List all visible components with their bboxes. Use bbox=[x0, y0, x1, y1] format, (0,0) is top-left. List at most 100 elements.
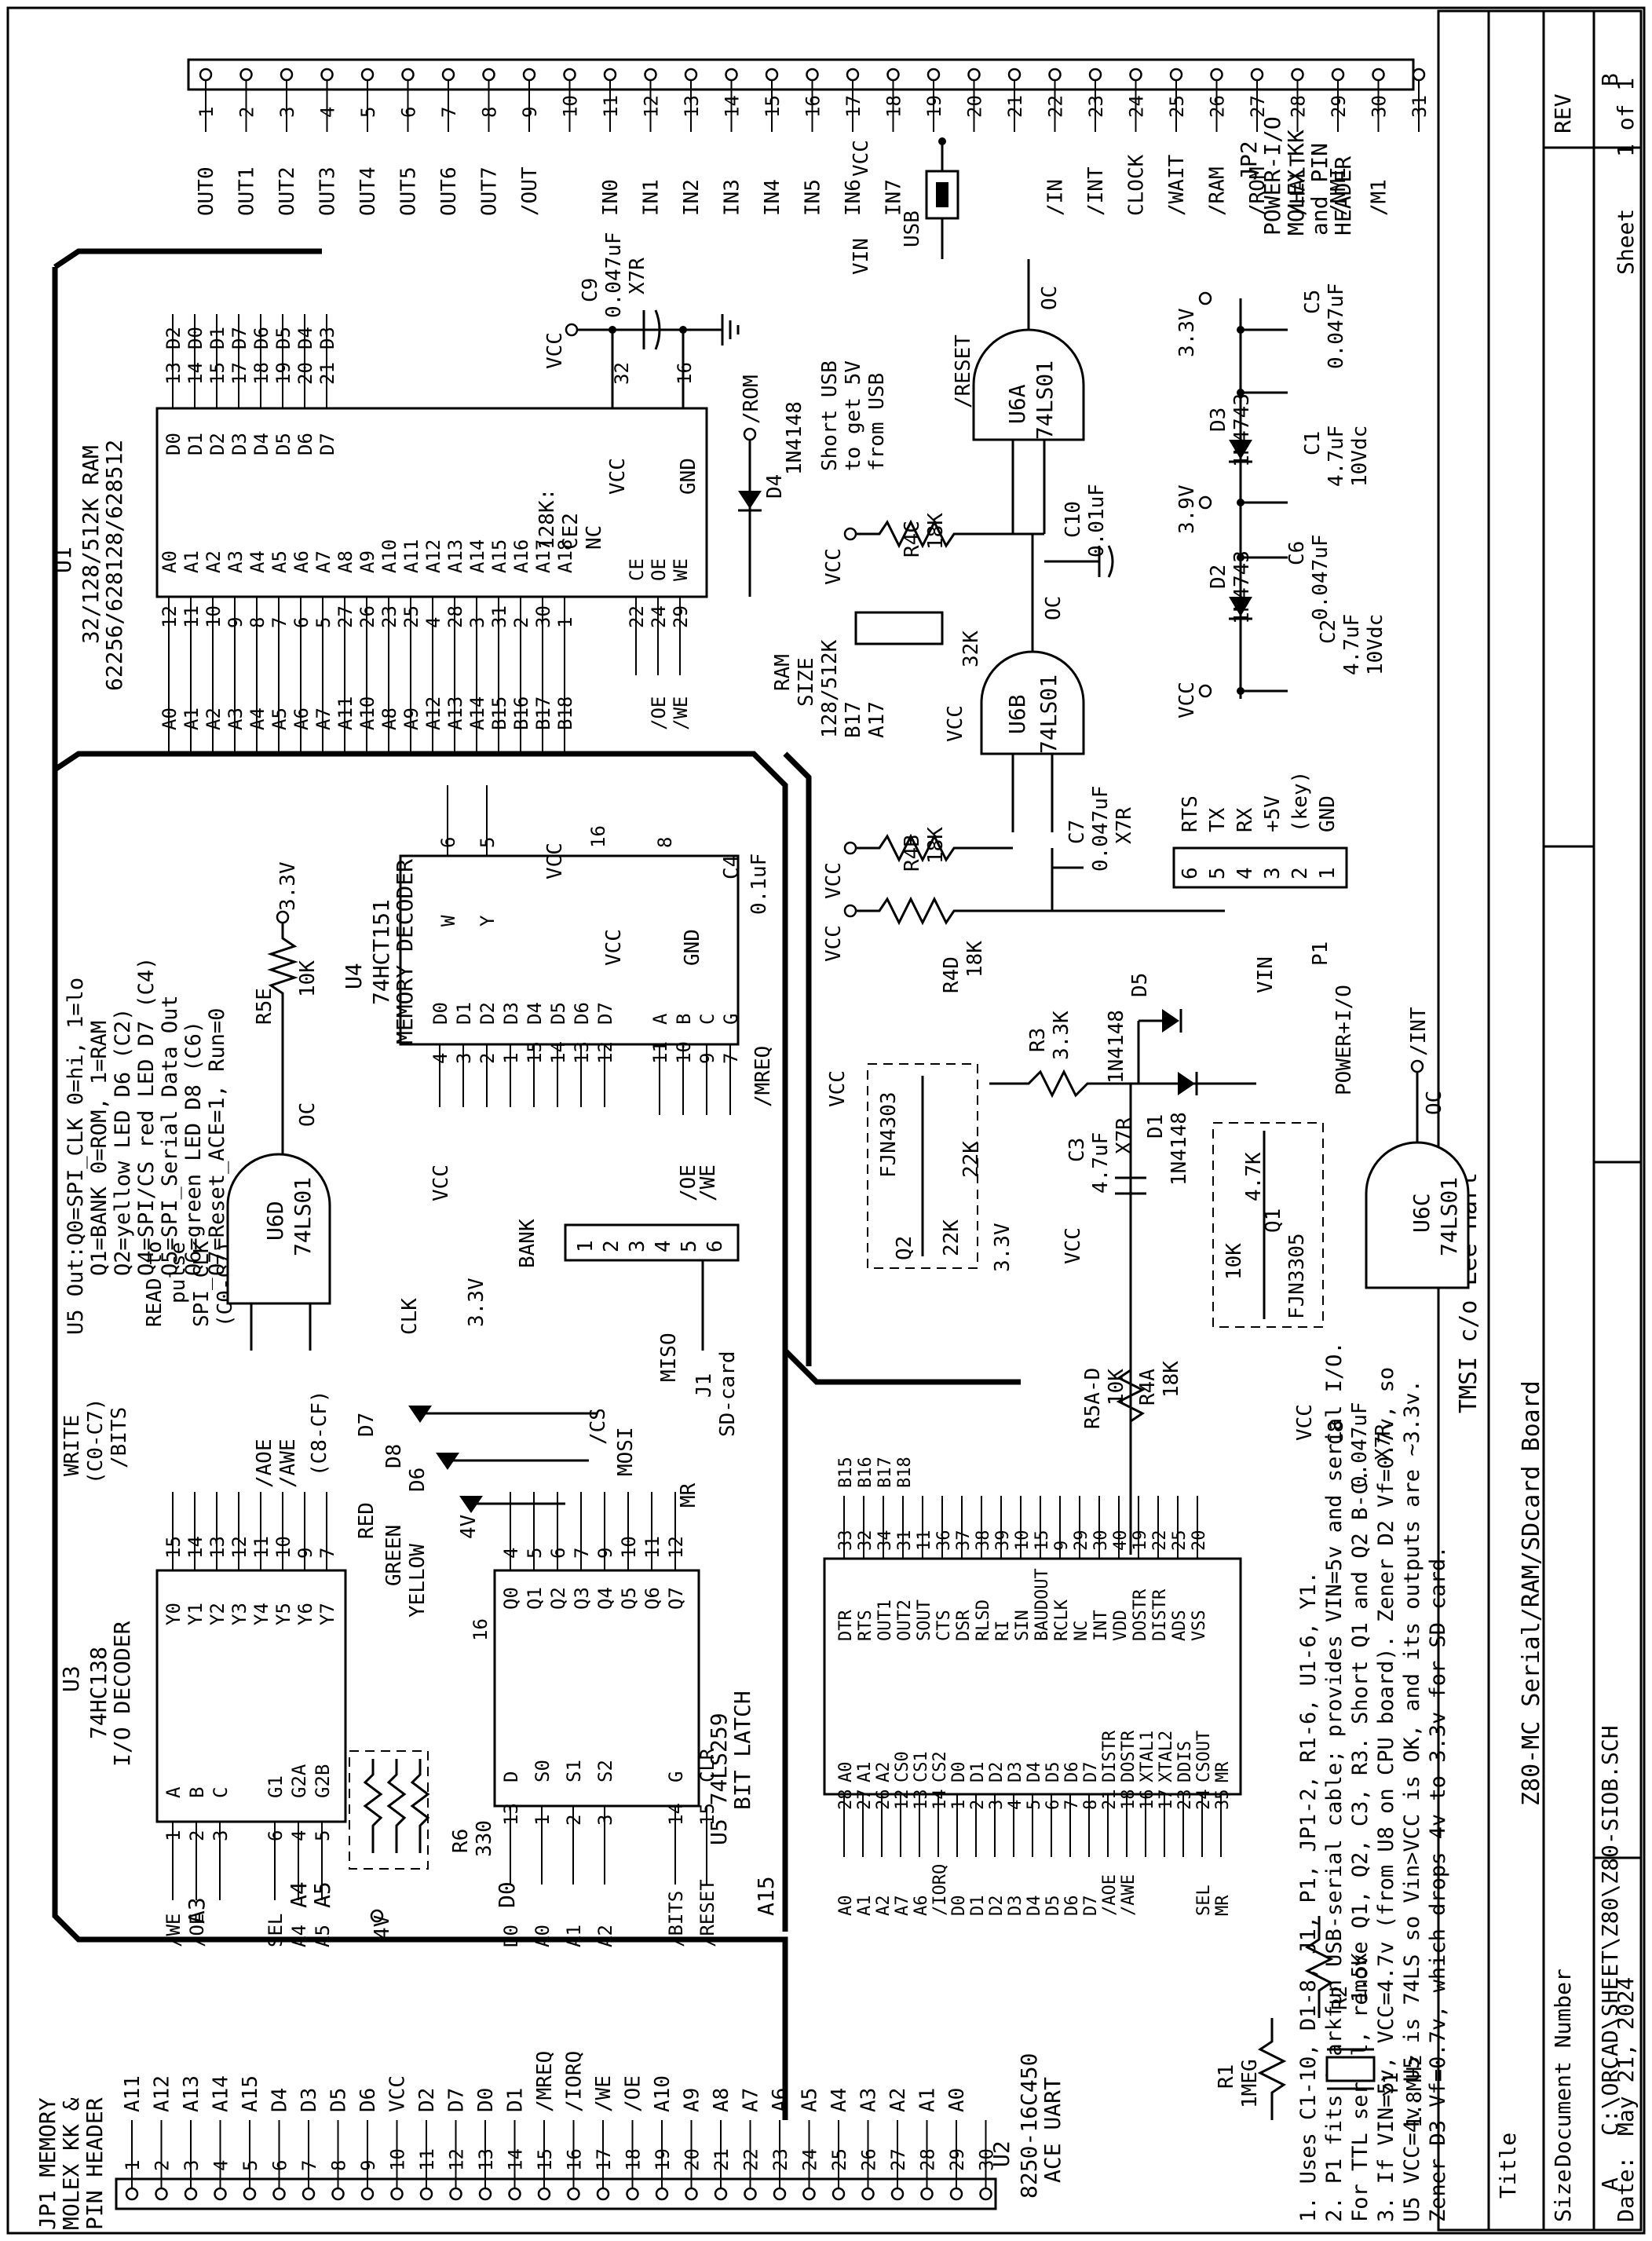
j1-pin-number: 6 bbox=[704, 1240, 727, 1252]
jp1-pin bbox=[890, 2187, 905, 2201]
u2-pin-signal: A0 bbox=[836, 1896, 856, 1917]
u1-pin-name: A9 bbox=[356, 550, 378, 573]
note-line: For TTL serial, remove Q1, Q2, C3, R3. S… bbox=[1348, 1469, 1372, 2222]
c6-val: 0.047uF bbox=[1309, 534, 1332, 620]
u5-desc-line: U5 Out:Q0=SPI_CLK 0=hi, 1=lo bbox=[64, 978, 88, 1335]
u1-pin-number: 25 bbox=[400, 605, 422, 628]
jp2-pin-signal: OUT5 bbox=[397, 166, 421, 216]
u3-pin-number: 4 bbox=[288, 1830, 310, 1841]
jp1-pin bbox=[419, 2187, 433, 2201]
u2-pin-signal: SEL bbox=[1194, 1885, 1214, 1916]
jp1-pin-number: 23 bbox=[769, 2148, 791, 2171]
jp1-pin-number: 22 bbox=[740, 2148, 762, 2171]
u1-pin-number: 18 bbox=[250, 362, 272, 385]
jp2-label: MOLEX KK bbox=[1283, 130, 1309, 236]
read-pulse: pulse bbox=[166, 1242, 190, 1303]
d1-ref: D1 bbox=[1144, 1114, 1168, 1139]
u1-pin-signal: D2 bbox=[163, 327, 185, 349]
u4-net: /WE bbox=[696, 1164, 720, 1201]
jp1-pin-signal: A4 bbox=[828, 2088, 851, 2112]
jp1-pin-signal: /MREQ bbox=[533, 2051, 557, 2112]
jp2-pin bbox=[1250, 68, 1264, 82]
jp2-pin-number: 13 bbox=[681, 95, 703, 118]
u1-pin-name: A18 bbox=[554, 539, 576, 573]
d5-ref: D5 bbox=[1128, 973, 1152, 997]
size-label: Size bbox=[1550, 2170, 1576, 2222]
d4-net: /ROM bbox=[740, 375, 763, 424]
u1-extra: NC bbox=[583, 525, 606, 550]
u2-pin-number: 13 bbox=[912, 1790, 931, 1811]
jp1-pin-signal: D6 bbox=[356, 2088, 380, 2112]
note-line: U5 VCC=4v. U5 is 74LS so Vin>VCC is OK, … bbox=[1400, 1380, 1424, 2222]
u6c-part: 74LS01 bbox=[1436, 1177, 1462, 1256]
docnum-label: Document Number bbox=[1550, 1969, 1576, 2167]
j1-net: 3.3V bbox=[465, 1278, 488, 1327]
d4-diode: /ROM D4 1N4148 bbox=[738, 375, 806, 597]
u6b-part: 74LS01 bbox=[1036, 674, 1062, 754]
u5-vnet: 4V bbox=[457, 1515, 481, 1539]
u1-pin-number: 26 bbox=[356, 605, 378, 628]
jp1-pin-signal: D7 bbox=[445, 2088, 469, 2112]
jp2-pin-number: 6 bbox=[398, 107, 420, 118]
u1-pin-name: A0 bbox=[159, 550, 181, 573]
jp2-pin-signal: OUT7 bbox=[478, 166, 502, 216]
u5-pin-number: 5 bbox=[524, 1548, 546, 1559]
jp2-pin-signal: /IN bbox=[1044, 179, 1068, 216]
u4-pin-name: B bbox=[673, 1014, 695, 1025]
u5-pin-number: 7 bbox=[571, 1548, 593, 1559]
u1-pin-name: WE bbox=[670, 558, 692, 581]
r4d-ref: R4D bbox=[940, 956, 963, 993]
j1-pin-number: 3 bbox=[626, 1240, 649, 1252]
jp1-pin-signal: VCC bbox=[386, 2075, 410, 2112]
jp2-pin bbox=[401, 68, 415, 82]
u1-pin-signal: A14 bbox=[466, 696, 488, 730]
u2-pin-number: 16 bbox=[1138, 1790, 1157, 1811]
u2-pin-name: DOSTR bbox=[1131, 1588, 1150, 1641]
jp1-pin bbox=[773, 2187, 787, 2201]
jp1-pin bbox=[360, 2187, 375, 2201]
jp1-pin-number: 20 bbox=[682, 2148, 704, 2171]
jp2-pin-number: 1 bbox=[196, 107, 217, 118]
u4-pin-number: 3 bbox=[453, 1053, 475, 1064]
u1-pin-signal: B18 bbox=[554, 696, 576, 730]
u2-pin-name: CS0 bbox=[893, 1751, 912, 1782]
jp2-pin bbox=[239, 68, 253, 82]
c1-ref: C1 bbox=[1301, 431, 1325, 455]
p1-pin-signal: +5V bbox=[1261, 795, 1285, 832]
u5-pin-signal: D0 bbox=[500, 1925, 522, 1947]
p1-pin-number: 6 bbox=[1179, 867, 1202, 879]
u5-pin-number: 15 bbox=[696, 1803, 718, 1826]
u2-pin-number: 6 bbox=[1043, 1800, 1063, 1810]
u2-pin-number: 22 bbox=[1150, 1530, 1170, 1552]
usb-note: to get 5V bbox=[842, 360, 865, 471]
u4-pin-name: D7 bbox=[594, 1002, 616, 1025]
u1-pin-signal: D1 bbox=[206, 327, 228, 349]
u3-pin-name: G2B bbox=[312, 1764, 334, 1798]
r4b-ref: R4B bbox=[901, 835, 924, 872]
c2-val: 4.7uF bbox=[1340, 614, 1364, 675]
c6-ref: C6 bbox=[1285, 541, 1309, 565]
u5-pin-number: 2 bbox=[563, 1815, 585, 1826]
u1-pin-signal: A2 bbox=[203, 707, 225, 730]
u5-pin-name: Q4 bbox=[594, 1587, 616, 1610]
jp2-pin-number: 10 bbox=[560, 95, 582, 118]
jp1-pin-signal: A0 bbox=[945, 2088, 969, 2112]
u3-net: /AWE bbox=[276, 1439, 300, 1488]
u4-desc: MEMORY DECODER bbox=[392, 859, 418, 1044]
jp2-pin-number: 23 bbox=[1085, 95, 1107, 118]
read-pulse: SPI_CLK bbox=[190, 1241, 214, 1327]
u2-pin-number: 40 bbox=[1111, 1530, 1131, 1552]
u2-pin-number: 14 bbox=[930, 1790, 950, 1811]
vcc-label: VCC bbox=[543, 843, 567, 879]
u3-pin-signal: /OE bbox=[186, 1914, 208, 1947]
jp2-label: HEADER bbox=[1330, 156, 1356, 236]
j1-net: MR bbox=[677, 1482, 700, 1508]
u5-pin-name: Q0 bbox=[500, 1587, 522, 1610]
jp1-pin-number: 5 bbox=[239, 2160, 261, 2171]
u3-pin-name: Y4 bbox=[250, 1603, 272, 1625]
u5-pin-number: 11 bbox=[641, 1536, 663, 1559]
u1-pin-number: 21 bbox=[316, 362, 338, 385]
jp2-pin-signal: OUT6 bbox=[437, 166, 461, 216]
jp1-pin-signal: /WE bbox=[592, 2075, 616, 2112]
u6d-part: 74LS01 bbox=[290, 1177, 316, 1256]
